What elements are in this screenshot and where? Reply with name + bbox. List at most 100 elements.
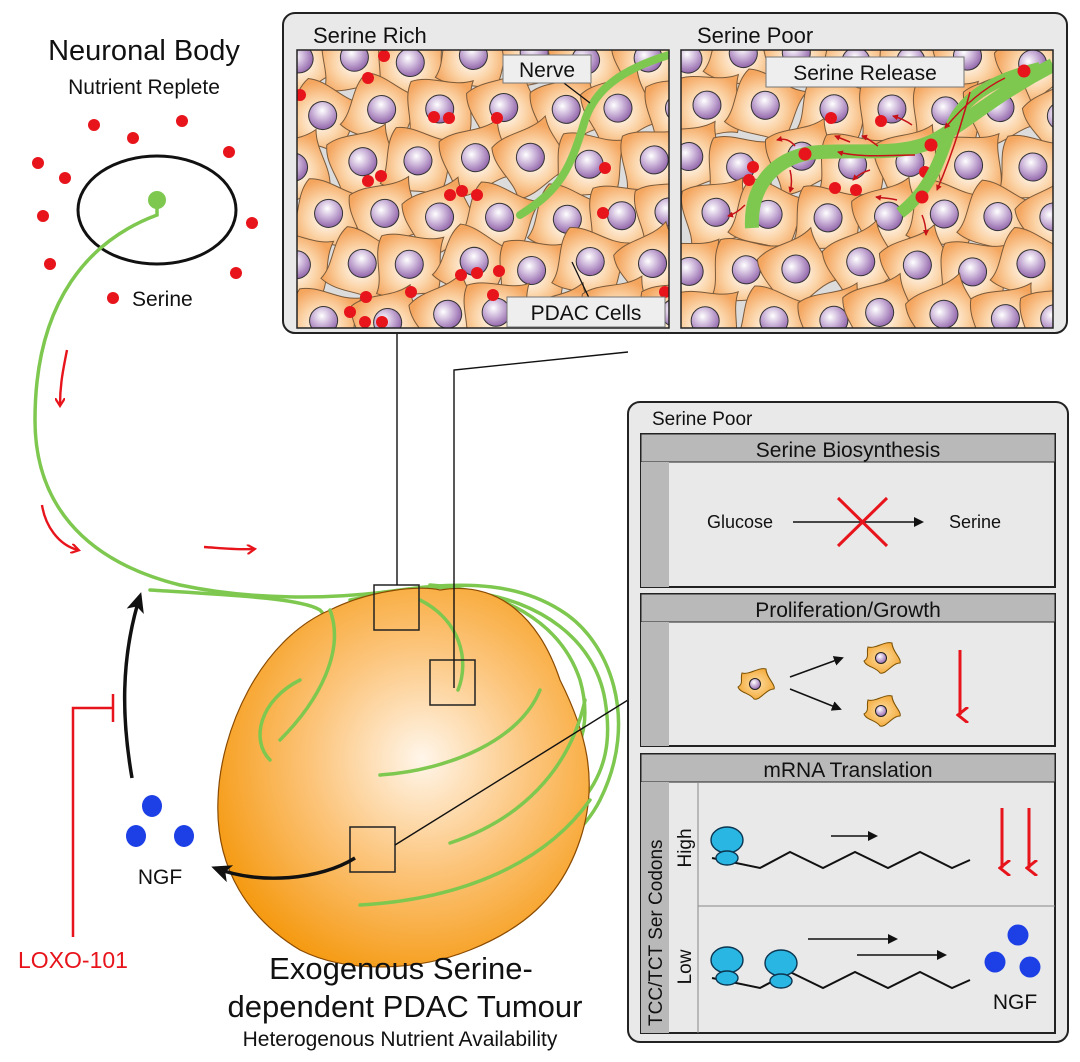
neuronal-body-group: Neuronal Body Nutrient Replete Serine bbox=[32, 35, 258, 311]
serine-dot bbox=[850, 184, 862, 196]
serine-release-dot bbox=[915, 190, 929, 204]
inhibitor-line bbox=[71, 706, 113, 937]
ngf-dot bbox=[126, 825, 146, 847]
ngf-dot bbox=[984, 951, 1006, 973]
row-label-high: High bbox=[675, 828, 696, 867]
serine-legend-label: Serine bbox=[132, 288, 193, 311]
serine-release-dot bbox=[1017, 64, 1031, 78]
serine-transport-arrows bbox=[40, 349, 254, 550]
pdac-tumour bbox=[217, 584, 592, 968]
serine-dot bbox=[376, 316, 388, 328]
effects-title: Serine Poor bbox=[652, 409, 753, 430]
row-label-low: Low bbox=[675, 949, 696, 984]
ngf-dot bbox=[174, 825, 194, 847]
serine-dot bbox=[597, 207, 609, 219]
serine-dot bbox=[599, 162, 611, 174]
loxo-101-label: LOXO-101 bbox=[18, 947, 128, 973]
pdac-cells-label: PDAC Cells bbox=[531, 302, 642, 325]
nerve-fiber-rich bbox=[516, 51, 669, 219]
serine-dot bbox=[659, 286, 669, 298]
serine-dot bbox=[32, 157, 44, 169]
serine-dot bbox=[360, 291, 372, 303]
neuronal-body-subtitle: Nutrient Replete bbox=[68, 76, 220, 99]
serine-dot bbox=[127, 132, 139, 144]
release-arrow bbox=[837, 150, 916, 157]
ngf-dot bbox=[1019, 956, 1041, 978]
serine-release-label: Serine Release bbox=[793, 62, 937, 85]
serine-particles bbox=[32, 115, 258, 304]
serine-dot bbox=[297, 89, 306, 101]
microenvironment-panel: Serine Rich Serine Poor Nerve PDAC Cells bbox=[282, 12, 1068, 334]
nerve-label-box bbox=[502, 54, 592, 84]
proliferation-box: Proliferation/Growth bbox=[640, 593, 1056, 747]
serine-dot bbox=[176, 115, 188, 127]
release-arrow bbox=[892, 114, 913, 126]
biosynthesis-box: Serine Biosynthesis Glucose Serine bbox=[640, 433, 1056, 588]
neuron-soma bbox=[76, 154, 238, 266]
serine-dot bbox=[455, 269, 467, 281]
intratumoral-nerve bbox=[448, 698, 587, 845]
serine-dot bbox=[230, 267, 242, 279]
serine-dot bbox=[493, 265, 505, 277]
neuronal-body-title: Neuronal Body bbox=[48, 35, 240, 67]
connector-effects bbox=[394, 699, 629, 846]
serine-dot bbox=[344, 306, 356, 318]
serine-dot bbox=[829, 182, 841, 194]
ribosome-icon bbox=[710, 826, 744, 866]
release-arrow bbox=[852, 169, 871, 181]
serine-dot bbox=[743, 174, 755, 186]
serine-release-dot bbox=[924, 138, 938, 152]
serine-dot bbox=[362, 72, 374, 84]
serine-release-dot bbox=[798, 147, 812, 161]
connector-lines bbox=[394, 330, 629, 846]
tumour-mass bbox=[217, 587, 590, 968]
serine-legend-dot bbox=[107, 292, 119, 304]
intratumoral-nerve bbox=[418, 598, 465, 692]
ribosome-icon bbox=[710, 946, 744, 986]
release-arrow bbox=[861, 134, 879, 147]
serine-dot bbox=[456, 185, 468, 197]
serine-dot bbox=[491, 112, 503, 124]
serine-dot bbox=[362, 175, 374, 187]
intratumoral-nerve bbox=[278, 608, 337, 742]
ngf-dot bbox=[1007, 924, 1029, 946]
tumour-title-line1: Exogenous Serine- bbox=[269, 951, 533, 986]
pdac-pointer bbox=[571, 261, 591, 301]
nerve-label: Nerve bbox=[519, 59, 575, 82]
serine-dot bbox=[444, 189, 456, 201]
serine-dot bbox=[428, 111, 440, 123]
serine-dot bbox=[471, 189, 483, 201]
transport-arrow bbox=[40, 504, 78, 550]
biosynthesis-title: Serine Biosynthesis bbox=[756, 439, 940, 462]
serine-dot bbox=[37, 210, 49, 222]
serine-rich-title: Serine Rich bbox=[313, 23, 427, 48]
serine-poor-title: Serine Poor bbox=[697, 23, 813, 48]
release-arrow bbox=[727, 204, 746, 218]
release-arrow bbox=[936, 91, 971, 191]
nerve-fiber-poor-1 bbox=[744, 58, 1053, 229]
serine-rich-pane bbox=[297, 50, 669, 328]
translation-title: mRNA Translation bbox=[763, 759, 932, 782]
transport-arrow bbox=[203, 547, 254, 549]
release-arrow bbox=[788, 169, 795, 193]
intratumoral-nerve bbox=[258, 678, 302, 762]
blocked-x-icon bbox=[836, 496, 889, 548]
zoom-box-effects bbox=[349, 826, 396, 873]
tumour-subtitle: Heterogenous Nutrient Availability bbox=[243, 1028, 558, 1051]
proliferation-title: Proliferation/Growth bbox=[755, 599, 941, 622]
serine-dot bbox=[223, 146, 235, 158]
pdac-label-box bbox=[506, 296, 666, 328]
serine-dot bbox=[88, 119, 100, 131]
intratumoral-nerve bbox=[358, 798, 592, 907]
connector-poor bbox=[453, 351, 629, 688]
tumour-to-ngf-arrow bbox=[211, 856, 356, 883]
ngf-cluster bbox=[126, 795, 194, 847]
codon-axis-label: TCC/TCT Ser Codons bbox=[646, 839, 667, 1026]
serine-dot bbox=[875, 115, 887, 127]
mrna-strand-high bbox=[711, 850, 971, 870]
ngf-to-nerve-arrow bbox=[122, 592, 144, 779]
ngf-dot bbox=[142, 795, 162, 817]
tumour-title-line2: dependent PDAC Tumour bbox=[228, 989, 583, 1024]
division-arrow bbox=[789, 656, 844, 678]
